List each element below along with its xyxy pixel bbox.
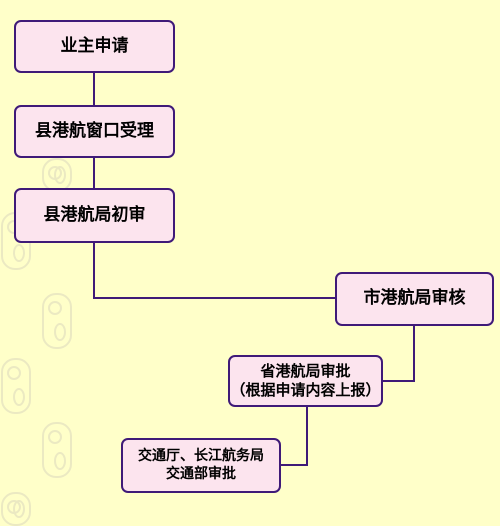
connector-4-5 [383, 326, 415, 382]
watermark-stamp [1, 492, 31, 526]
watermark-stamp [1, 358, 31, 414]
watermark-stamp [42, 422, 72, 478]
step-city-audit: 市港航局审核 [335, 272, 494, 326]
connector-3-4 [93, 243, 335, 299]
step-county-window-acceptance: 县港航窗口受理 [14, 105, 175, 158]
step-ministry-approval: 交通厅、长江航务局 交通部审批 [121, 438, 281, 493]
step-province-approval-line2: （根据申请内容上报） [230, 381, 381, 399]
step-county-window-acceptance-label: 县港航窗口受理 [35, 120, 154, 141]
step-ministry-approval-line1: 交通厅、长江航务局 [138, 448, 264, 464]
step-county-preliminary-review-label: 县港航局初审 [43, 204, 146, 225]
watermark-stamp [42, 158, 72, 192]
step-county-preliminary-review: 县港航局初审 [14, 188, 175, 243]
step-province-approval: 省港航局审批 （根据申请内容上报） [228, 355, 383, 407]
watermark-stamp [42, 293, 72, 349]
connector-5-6 [281, 407, 308, 466]
step-province-approval-line1: 省港航局审批 [260, 362, 351, 381]
step-ministry-approval-line2: 交通部审批 [166, 465, 236, 482]
step-owner-application-label: 业主申请 [60, 35, 129, 56]
step-owner-application: 业主申请 [14, 20, 175, 73]
step-city-audit-label: 市港航局审核 [363, 288, 466, 309]
